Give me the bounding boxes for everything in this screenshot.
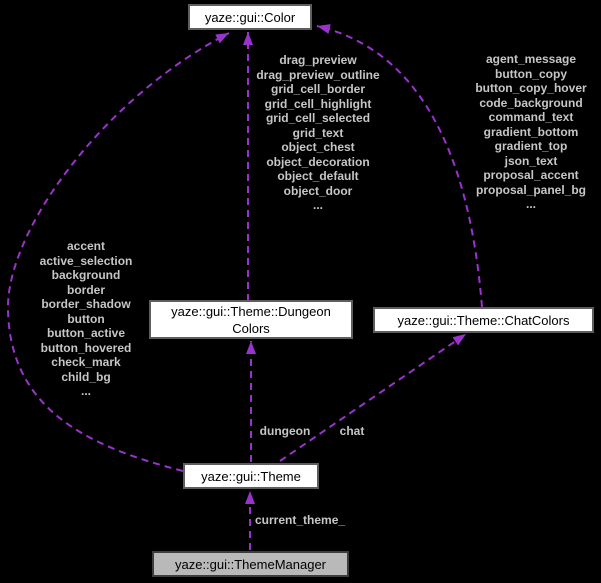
node-yaze-gui-theme[interactable]: yaze::gui::Theme <box>183 463 319 489</box>
edge-label-chat-color-members: agent_message button_copy button_copy_ho… <box>475 52 587 211</box>
edge-label-dungeon-color-members: drag_preview drag_preview_outline grid_c… <box>256 53 380 212</box>
edge-label-theme-color-members: accent active_selection background borde… <box>39 239 133 398</box>
edge-theme-to-chatcolors <box>279 333 467 462</box>
node-yaze-gui-theme-chatcolors[interactable]: yaze::gui::Theme::ChatColors <box>373 307 594 333</box>
edge-label-dungeon: dungeon <box>259 424 311 438</box>
edge-theme-to-color <box>6 32 230 472</box>
edge-chatcolors-to-color <box>316 24 483 308</box>
edge-label-chat: chat <box>339 424 365 438</box>
edge-label-current-theme: current_theme_ <box>255 513 346 527</box>
node-yaze-gui-color[interactable]: yaze::gui::Color <box>188 4 312 30</box>
node-yaze-gui-thememanager[interactable]: yaze::gui::ThemeManager <box>152 551 349 577</box>
node-yaze-gui-theme-dungeoncolors[interactable]: yaze::gui::Theme::Dungeon Colors <box>149 300 353 339</box>
